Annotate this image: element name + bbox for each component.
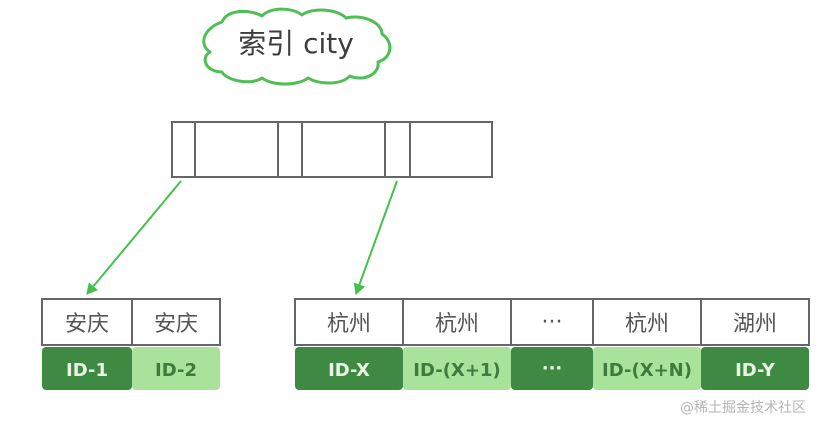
leaf-city-label: 湖州	[733, 312, 777, 337]
leaf-id-cell	[132, 347, 220, 390]
leaf-id-label: ID-1	[66, 360, 108, 381]
leaf-id-label: ID-X	[328, 360, 370, 381]
leaf-page-right: 杭州 杭州 ··· 杭州 湖州 ID-X ID-(X+1) ··· ID-(X+…	[294, 298, 810, 390]
leaf-id-label: ID-Y	[735, 360, 776, 381]
leaf-id-cell	[42, 347, 132, 390]
leaf-id-cell	[403, 347, 511, 390]
leaf-city-cell	[592, 298, 702, 346]
leaf-id-cell	[511, 347, 593, 390]
leaf-id-cell	[295, 347, 403, 390]
leaf-id-label: ID-(X+N)	[602, 360, 692, 381]
leaf-id-cell	[701, 347, 809, 390]
title-cloud: 索引 city	[202, 7, 392, 86]
watermark: @稀土掘金技术社区	[680, 400, 806, 416]
leaf-id-cell	[593, 347, 701, 390]
leaf-page-left: 安庆 安庆 ID-1 ID-2	[41, 298, 221, 390]
leaf-city-label: ···	[542, 310, 563, 335]
leaf-id-label: ···	[542, 358, 563, 379]
leaf-id-label: ID-(X+1)	[413, 360, 500, 381]
index-node-border	[171, 121, 493, 178]
pointer-arrow-left	[86, 180, 182, 295]
leaf-city-cell	[41, 298, 133, 346]
leaf-id-label: ID-2	[155, 360, 197, 381]
leaf-city-cell	[131, 298, 221, 346]
leaf-city-label: 杭州	[327, 312, 371, 337]
diagram-title: 索引 city	[238, 27, 354, 60]
leaf-city-cell	[700, 298, 810, 346]
index-node	[171, 121, 493, 178]
pointer-arrow-right	[353, 180, 398, 295]
cloud-outline	[202, 7, 392, 86]
leaf-city-label: 杭州	[625, 312, 669, 337]
leaf-city-label: 杭州	[435, 312, 479, 337]
leaf-city-label: 安庆	[154, 312, 198, 337]
leaf-city-cell	[402, 298, 512, 346]
leaf-city-label: 安庆	[65, 312, 109, 337]
